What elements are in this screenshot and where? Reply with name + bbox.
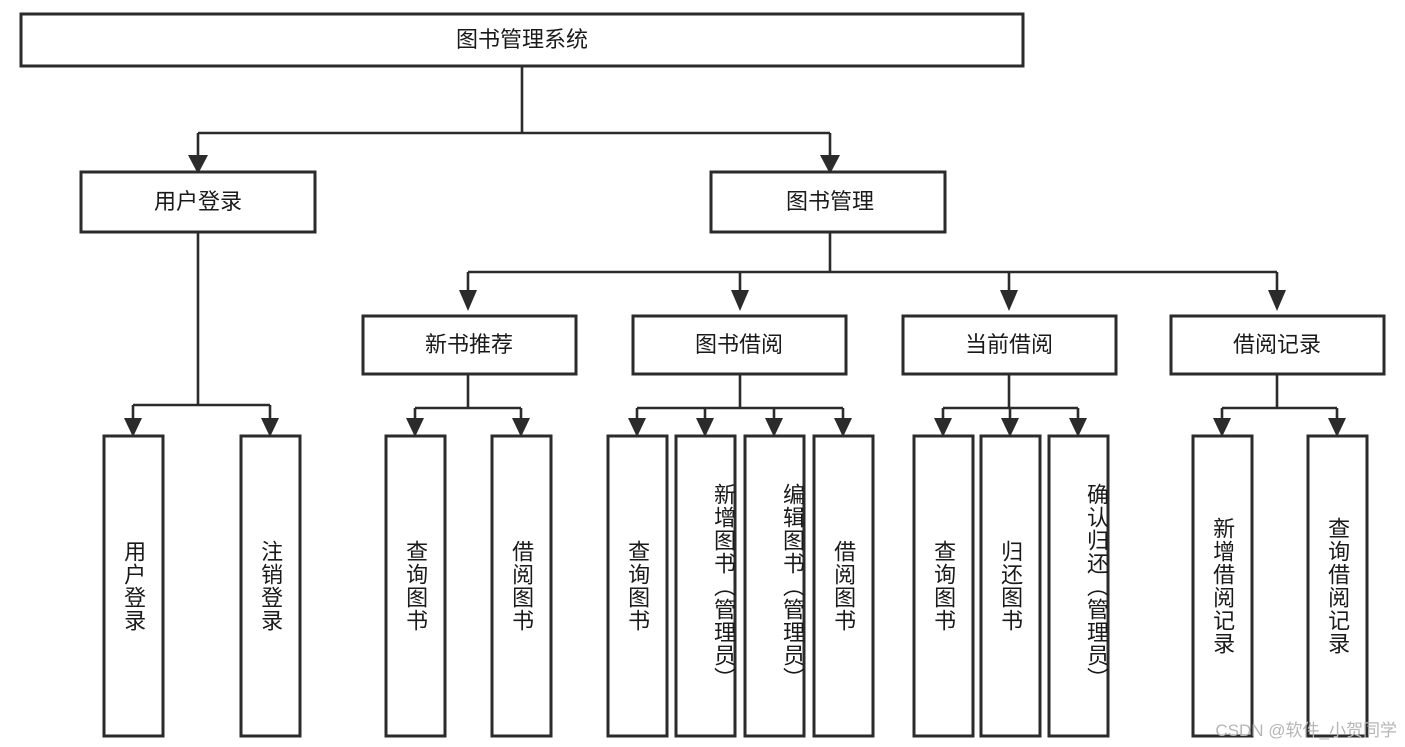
- node-new-book-recommend-label: 新书推荐: [425, 332, 513, 357]
- node-book-borrow-box[interactable]: [631, 314, 848, 376]
- node-book-borrow-label: 图书借阅: [695, 332, 783, 357]
- node-leaf-user-login-box[interactable]: [102, 434, 165, 738]
- node-leaf-add-book-admin-box[interactable]: [674, 434, 737, 738]
- arrowhead-leaf-user-login: [124, 418, 142, 437]
- connector-group-book-manage: [459, 232, 1286, 311]
- node-book-manage[interactable]: 图书管理: [709, 170, 947, 234]
- node-current-borrow-box[interactable]: [901, 314, 1118, 376]
- arrowhead-leaf-add-book-admin: [696, 418, 714, 437]
- node-leaf-query-borrow-record-box[interactable]: [1306, 434, 1369, 738]
- arrowhead-leaf-user-logout: [261, 418, 279, 437]
- connector-group-new-book-recommend: [406, 374, 530, 437]
- arrowhead-leaf-query-book-1: [406, 418, 424, 437]
- node-leaf-return-book-box[interactable]: [979, 434, 1042, 738]
- arrowhead-leaf-confirm-return: [1069, 418, 1087, 437]
- node-new-book-recommend-box[interactable]: [361, 314, 578, 376]
- node-user-login-label: 用户登录: [154, 189, 242, 214]
- node-leaf-query-book-3-box[interactable]: [912, 434, 975, 738]
- arrowhead-leaf-return-book: [1001, 418, 1019, 437]
- connector-group-root: [188, 66, 840, 174]
- node-user-login[interactable]: 用户登录: [79, 170, 317, 234]
- connector-group-borrow-record: [1213, 374, 1346, 437]
- node-root[interactable]: 图书管理系统: [19, 12, 1025, 68]
- node-borrow-record[interactable]: 借阅记录: [1169, 314, 1386, 376]
- arrowhead-leaf-add-borrow-record: [1213, 418, 1231, 437]
- node-leaf-query-book-1-box[interactable]: [384, 434, 447, 738]
- arrowhead-current-borrow: [1000, 290, 1018, 311]
- node-book-borrow[interactable]: 图书借阅: [631, 314, 848, 376]
- arrowhead-book-borrow: [731, 290, 749, 311]
- arrowhead-borrow-record: [1268, 290, 1286, 311]
- node-borrow-record-box[interactable]: [1169, 314, 1386, 376]
- node-book-manage-box[interactable]: [709, 170, 947, 234]
- node-current-borrow[interactable]: 当前借阅: [901, 314, 1118, 376]
- connector-group-current-borrow: [934, 374, 1087, 437]
- arrowhead-leaf-borrow-book-1: [512, 418, 530, 437]
- node-new-book-recommend[interactable]: 新书推荐: [361, 314, 578, 376]
- node-current-borrow-label: 当前借阅: [965, 332, 1053, 357]
- arrowhead-new-book-recommend: [459, 290, 477, 311]
- node-book-manage-label: 图书管理: [786, 189, 874, 214]
- node-user-login-box[interactable]: [79, 170, 317, 234]
- node-leaf-confirm-return-box[interactable]: [1047, 434, 1110, 738]
- node-leaf-borrow-book-1-box[interactable]: [490, 434, 553, 738]
- arrowhead-book-manage: [820, 155, 840, 174]
- connector-group-book-borrow: [628, 374, 852, 437]
- arrowhead-leaf-query-borrow-record: [1328, 418, 1346, 437]
- node-leaf-edit-book-admin-box[interactable]: [743, 434, 806, 738]
- arrowhead-leaf-query-book-2: [628, 418, 646, 437]
- csdn-watermark: CSDN @软件_小贺同学: [1215, 721, 1397, 740]
- node-root-label: 图书管理系统: [456, 27, 588, 52]
- node-root-box[interactable]: [19, 12, 1025, 68]
- connector-group-user-login: [124, 232, 279, 437]
- node-leaf-borrow-book-2-box[interactable]: [812, 434, 875, 738]
- arrowhead-leaf-edit-book-admin: [765, 418, 783, 437]
- arrowhead-leaf-borrow-book-2: [834, 418, 852, 437]
- arrowhead-leaf-query-book-3: [934, 418, 952, 437]
- arrowhead-user-login: [188, 155, 208, 174]
- node-leaf-query-book-2-box[interactable]: [606, 434, 669, 738]
- node-leaf-user-logout-box[interactable]: [239, 434, 302, 738]
- node-borrow-record-label: 借阅记录: [1233, 332, 1321, 357]
- node-leaf-add-borrow-record-box[interactable]: [1191, 434, 1254, 738]
